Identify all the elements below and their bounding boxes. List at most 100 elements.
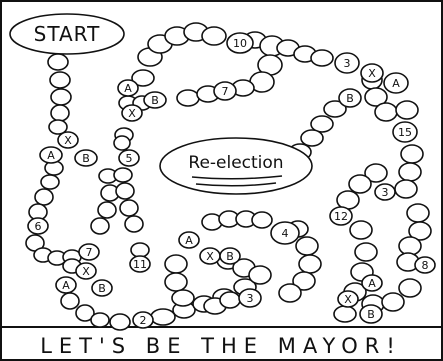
board-space-letter[interactable]: X: [122, 105, 142, 121]
board-space-letter[interactable]: X: [361, 64, 383, 82]
board-space[interactable]: [172, 290, 194, 306]
board-space-label: B: [82, 152, 90, 165]
board-space-label: 3: [344, 57, 351, 70]
board-space[interactable]: [382, 293, 404, 311]
board-space[interactable]: [114, 168, 132, 182]
board-space[interactable]: [399, 163, 421, 181]
board-space[interactable]: [301, 130, 323, 146]
board-space[interactable]: [35, 189, 53, 205]
board-space-label: X: [82, 265, 90, 278]
board-space-letter[interactable]: B: [75, 150, 97, 166]
board-space[interactable]: [131, 243, 149, 257]
board-space-label: 3: [247, 292, 254, 305]
board-space-number[interactable]: 3: [239, 289, 261, 307]
board-space-label: A: [62, 279, 70, 292]
board-space-number[interactable]: 5: [119, 150, 139, 166]
board-space[interactable]: [299, 255, 321, 273]
board-space-label: A: [47, 149, 55, 162]
board-space-letter[interactable]: B: [360, 305, 382, 323]
board-space[interactable]: [61, 293, 79, 309]
board-space[interactable]: [114, 136, 130, 150]
board-space[interactable]: [399, 279, 421, 297]
board-space-number[interactable]: 3: [375, 184, 395, 200]
board-space[interactable]: [91, 218, 109, 234]
board-space-letter[interactable]: A: [56, 277, 76, 293]
board-space[interactable]: [116, 183, 134, 199]
board-space[interactable]: [120, 200, 138, 216]
board-space-letter[interactable]: X: [200, 248, 220, 264]
board-space-letter[interactable]: X: [338, 291, 358, 307]
board-space[interactable]: [165, 273, 187, 291]
board-space-label: X: [128, 107, 136, 120]
board-space[interactable]: [41, 175, 59, 189]
board-space-letter[interactable]: X: [58, 132, 78, 148]
board-space-number[interactable]: 6: [28, 218, 48, 234]
board-space[interactable]: [202, 27, 226, 45]
board-space[interactable]: [375, 103, 397, 121]
board-space[interactable]: [252, 212, 272, 228]
board-space-letter[interactable]: B: [144, 92, 166, 108]
board-space-number[interactable]: 8: [415, 257, 435, 273]
board-space[interactable]: [48, 54, 68, 70]
board-space[interactable]: [125, 216, 143, 232]
board-space-label: A: [185, 234, 193, 247]
board-space-letter[interactable]: A: [362, 275, 382, 291]
board-space-number[interactable]: 10: [227, 33, 253, 53]
board-space-number[interactable]: 15: [393, 122, 417, 142]
board-space[interactable]: [279, 284, 301, 302]
board-space[interactable]: [220, 292, 240, 308]
board-space-letter[interactable]: B: [339, 89, 361, 107]
board-space-letter[interactable]: A: [384, 73, 408, 93]
board-space[interactable]: [296, 237, 318, 255]
board-space[interactable]: [395, 180, 417, 198]
board-space-number[interactable]: 12: [330, 207, 352, 225]
board-space[interactable]: [177, 90, 199, 106]
reelection-space[interactable]: Re-election: [160, 138, 312, 194]
board-space[interactable]: [355, 243, 377, 261]
board-space-letter[interactable]: X: [76, 263, 96, 279]
board-space-number[interactable]: 7: [79, 244, 99, 260]
board-space[interactable]: [396, 101, 418, 119]
board-space-letter[interactable]: A: [40, 147, 62, 163]
board-space-label: A: [392, 77, 400, 90]
board-space[interactable]: [399, 237, 421, 255]
board-space[interactable]: [151, 309, 175, 325]
board-space-letter[interactable]: B: [220, 248, 240, 264]
board-space[interactable]: [334, 306, 356, 322]
board-space-number[interactable]: 3: [335, 53, 359, 73]
reelection-label: Re-election: [188, 153, 283, 173]
board-space-number[interactable]: 4: [271, 222, 299, 244]
board-space[interactable]: [350, 221, 372, 239]
board-space[interactable]: [51, 89, 71, 105]
start-space[interactable]: START: [10, 14, 124, 54]
board-space[interactable]: [91, 313, 109, 327]
board-space-letter[interactable]: A: [118, 80, 138, 96]
board-space-letter[interactable]: A: [179, 232, 199, 248]
board-space-label: B: [367, 308, 375, 321]
board-space-number[interactable]: 7: [214, 82, 236, 100]
board-space[interactable]: [165, 255, 187, 273]
board-space-label: B: [151, 94, 159, 107]
start-label: START: [34, 22, 101, 46]
board-space-label: 6: [35, 220, 42, 233]
board-space[interactable]: [401, 145, 423, 163]
board-space-label: B: [98, 282, 106, 295]
board-space[interactable]: [98, 202, 116, 218]
board-space-label: X: [64, 134, 72, 147]
board-space-number[interactable]: 11: [130, 256, 150, 272]
board-space-label: 15: [398, 126, 412, 139]
board-space-number[interactable]: 2: [133, 312, 153, 328]
board-space[interactable]: [110, 314, 130, 330]
board-space[interactable]: [249, 266, 271, 284]
board-space[interactable]: [407, 204, 429, 222]
board-space-label: A: [368, 277, 376, 290]
board-space[interactable]: [51, 105, 69, 121]
board-space-label: 10: [233, 37, 247, 50]
board-space[interactable]: [349, 175, 371, 193]
board-space[interactable]: [311, 50, 333, 66]
board-space-letter[interactable]: B: [92, 280, 112, 296]
board-space-label: X: [344, 293, 352, 306]
board-space[interactable]: [50, 72, 70, 88]
board-space-label: B: [346, 92, 354, 105]
